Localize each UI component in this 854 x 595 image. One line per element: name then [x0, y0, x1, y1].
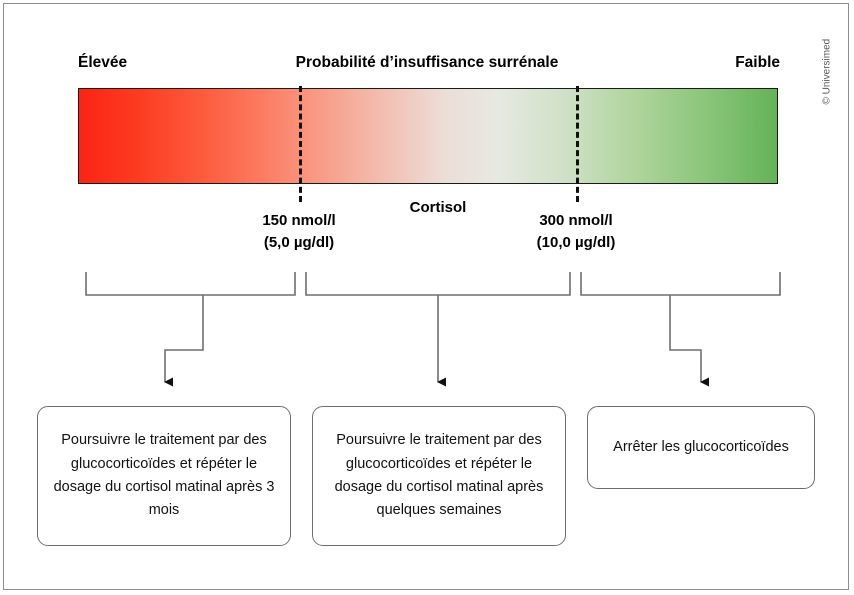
- bracket-high: [580, 272, 781, 296]
- threshold-alt-300: (10,0 µg/dl): [536, 233, 616, 251]
- outcome-box-mid[interactable]: Poursuivre le traitement par des glucoco…: [312, 406, 566, 546]
- stem-to-box-1: [164, 295, 204, 387]
- threshold-value-150: 150 nmol/l: [262, 212, 336, 229]
- scale-left-label: Élevée: [78, 54, 128, 71]
- threshold-marker-150: [299, 86, 302, 202]
- threshold-marker-300: [576, 86, 579, 202]
- outcome-box-high[interactable]: Arrêter les glucocorticoïdes: [587, 406, 815, 489]
- threshold-label-150: 150 nmol/l (5,0 µg/dl): [189, 210, 409, 254]
- probability-gradient-bar: [78, 88, 778, 184]
- stem-to-box-3: [669, 295, 709, 387]
- threshold-alt-150: (5,0 µg/dl): [263, 233, 335, 251]
- outcome-text-mid: Poursuivre le traitement par des glucoco…: [334, 432, 544, 519]
- axis-label-cortisol: Cortisol: [409, 199, 467, 216]
- scale-right-label: Faible: [735, 54, 780, 71]
- threshold-label-300: 300 nmol/l (10,0 µg/dl): [466, 210, 686, 254]
- outcome-box-low[interactable]: Poursuivre le traitement par des glucoco…: [37, 406, 291, 546]
- bracket-low: [85, 272, 296, 296]
- figure-title: Probabilité d’insuffisance surrénale: [295, 54, 559, 71]
- threshold-value-300: 300 nmol/l: [539, 212, 613, 229]
- bracket-mid: [305, 272, 571, 296]
- outcome-text-high: Arrêter les glucocorticoïdes: [613, 438, 789, 455]
- outcome-text-low: Poursuivre le traitement par des glucoco…: [53, 432, 275, 519]
- copyright-notice: © Universimed: [821, 38, 833, 105]
